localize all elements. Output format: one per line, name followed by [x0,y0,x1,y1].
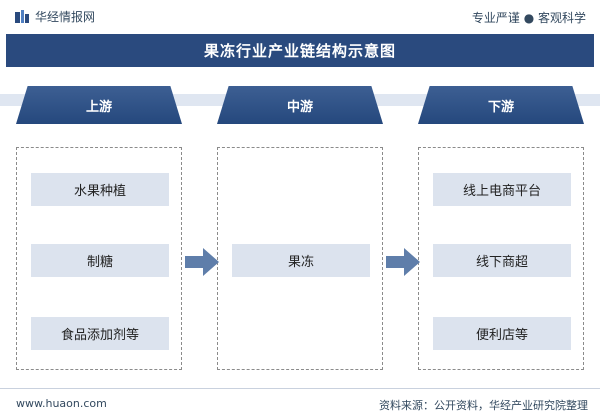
stage-item: 制糖 [31,244,169,277]
stage-panel-midstream: 果冻 [217,147,383,370]
footer: www.huaon.com 资料来源：公开资料，华经产业研究院整理 [0,388,600,420]
stage-item: 线上电商平台 [433,173,571,206]
brand-name: 华经情报网 [35,10,96,24]
flow-arrow-icon [386,248,420,276]
stage-item: 线下商超 [433,244,571,277]
stage-item: 便利店等 [433,317,571,350]
top-bar: 华经情报网 专业严谨 ● 客观科学 [0,0,600,34]
brand-slogan: 专业严谨 ● 客观科学 [471,11,586,25]
flow-arrow-icon [185,248,219,276]
huajing-logo-icon [15,10,29,23]
stage-panel-upstream: 水果种植 制糖 食品添加剂等 [16,147,182,370]
stage-header-downstream: 下游 [418,86,584,124]
stage-item: 食品添加剂等 [31,317,169,350]
stage-header-midstream: 中游 [217,86,383,124]
diagram-title: 果冻行业产业链结构示意图 [6,34,594,67]
stage-panel-downstream: 线上电商平台 线下商超 便利店等 [418,147,584,370]
brand-logo: 华经情报网 [14,9,95,25]
stage-item: 果冻 [232,244,370,277]
footer-source: 资料来源：公开资料，华经产业研究院整理 [379,399,588,412]
stage-header-upstream: 上游 [16,86,182,124]
stage-item: 水果种植 [31,173,169,206]
footer-url: www.huaon.com [16,397,107,410]
